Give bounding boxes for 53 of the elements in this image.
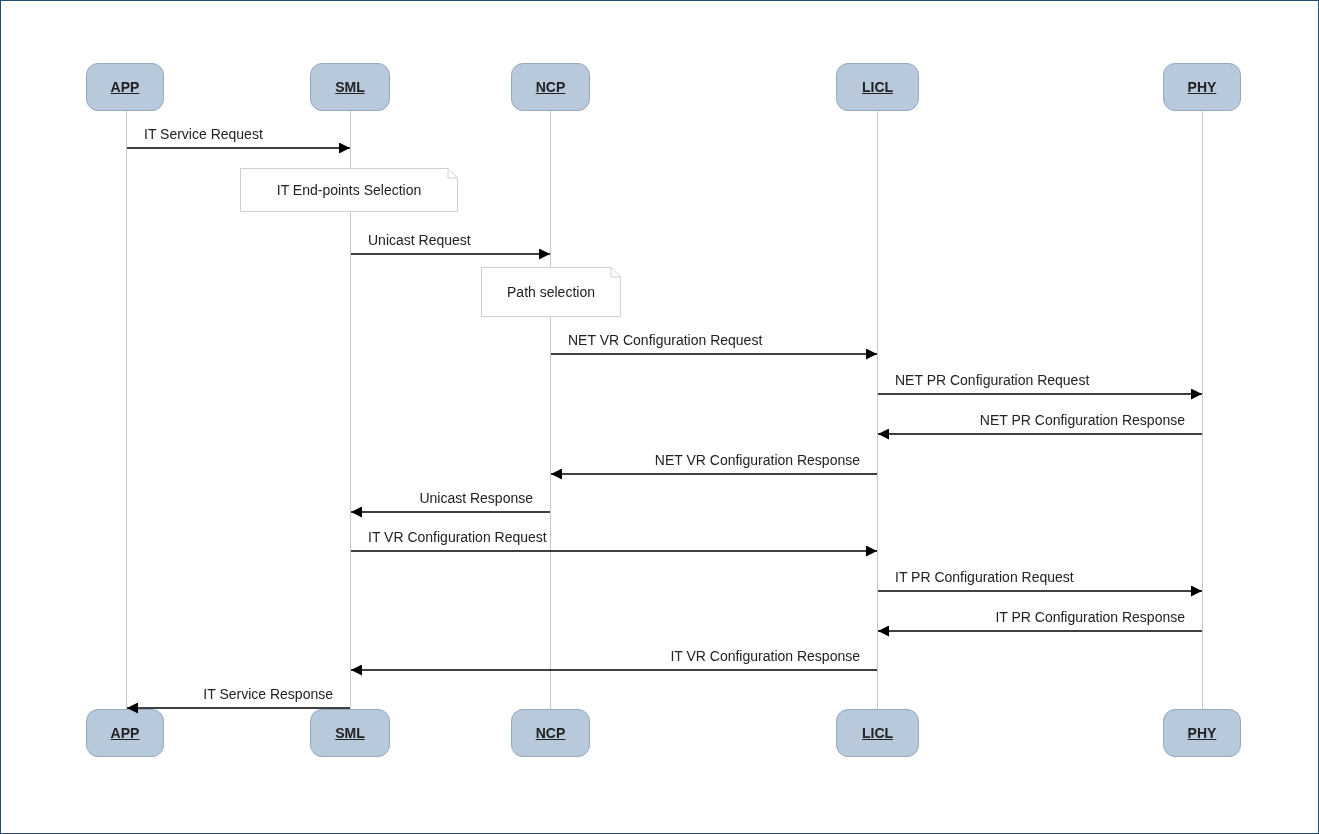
- note-box: [481, 267, 621, 317]
- actor-box: [836, 709, 919, 757]
- message-label: NET PR Configuration Response: [979, 412, 1185, 429]
- lifeline: [126, 111, 127, 709]
- lifeline: [550, 111, 551, 709]
- message-arrow: [877, 585, 1203, 597]
- message-label: Unicast Request: [368, 232, 471, 249]
- message-label: IT PR Configuration Request: [895, 569, 1074, 586]
- actor-label: LICL: [861, 725, 894, 741]
- note-text: Path selection: [507, 284, 595, 300]
- actor-label: PHY: [1187, 79, 1217, 95]
- actor-label: NCP: [535, 725, 566, 741]
- lifeline: [350, 111, 351, 709]
- actor-box: [86, 709, 164, 757]
- actor-label: NCP: [535, 79, 566, 95]
- message-arrow: [550, 348, 878, 360]
- message-arrow: [126, 142, 351, 154]
- message-label: IT Service Request: [144, 126, 263, 143]
- actor-box: [86, 63, 164, 111]
- actor-label: SML: [335, 79, 365, 95]
- message-arrow: [350, 664, 878, 676]
- actor-label: SML: [335, 725, 365, 741]
- message-label: IT PR Configuration Response: [995, 609, 1185, 626]
- message-label: NET PR Configuration Request: [895, 372, 1090, 389]
- actor-box: [511, 709, 590, 757]
- lifeline: [1202, 111, 1203, 709]
- actor-box: [1163, 63, 1241, 111]
- message-label: NET VR Configuration Request: [568, 332, 763, 349]
- note-text: IT End-points Selection: [276, 182, 422, 198]
- message-arrow: [126, 702, 351, 714]
- actor-label: LICL: [861, 79, 894, 95]
- lifeline: [877, 111, 878, 709]
- actor-label: APP: [110, 725, 140, 741]
- message-arrow: [350, 248, 551, 260]
- message-arrow: [350, 545, 878, 557]
- message-arrow: [877, 428, 1203, 440]
- message-arrow: [877, 625, 1203, 637]
- actor-box: [1163, 709, 1241, 757]
- note-box: [240, 168, 458, 212]
- message-label: NET VR Configuration Response: [654, 452, 860, 469]
- actor-box: [511, 63, 590, 111]
- message-label: IT Service Response: [203, 686, 333, 703]
- message-arrow: [350, 506, 551, 518]
- actor-box: [836, 63, 919, 111]
- message-arrow: [877, 388, 1203, 400]
- message-arrow: [550, 468, 878, 480]
- message-label: IT VR Configuration Response: [670, 648, 860, 665]
- actor-label: PHY: [1187, 725, 1217, 741]
- message-label: IT VR Configuration Request: [368, 529, 547, 546]
- message-label: Unicast Response: [419, 490, 533, 507]
- actor-box: [310, 63, 390, 111]
- actor-label: APP: [110, 79, 140, 95]
- actor-box: [310, 709, 390, 757]
